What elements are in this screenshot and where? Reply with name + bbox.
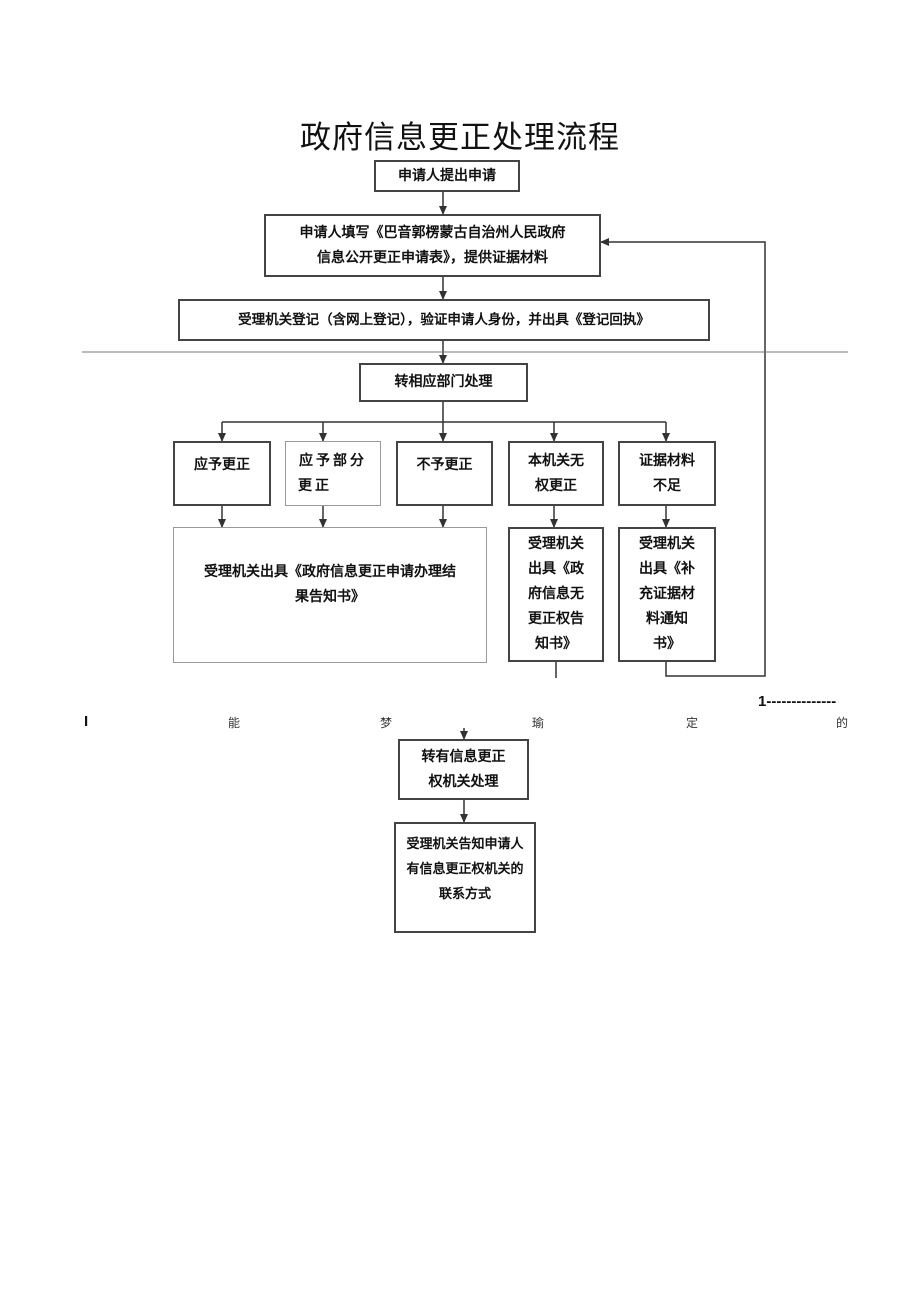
node-no-authority-line2: 权更正 xyxy=(535,477,577,494)
node-correct-label: 应予更正 xyxy=(194,457,250,473)
node-register: 受理机关登记（含网上登记），验证申请人身份，并出具《登记回执》 xyxy=(178,299,710,341)
node-result-notice-line1: 受理机关出具《政府信息更正申请办理结 xyxy=(204,564,456,580)
node-no-auth-notice-line4: 更正权告 xyxy=(528,611,584,627)
node-transfer-authorized: 转有信息更正 权机关处理 xyxy=(398,739,529,800)
node-partial-line1: 应予部分 xyxy=(299,452,367,469)
node-no-authority-line1: 本机关无 xyxy=(528,452,584,469)
node-partial-line2: 更正 xyxy=(298,477,332,494)
node-inform-contact-line2: 有信息更正权机关的 xyxy=(406,862,524,877)
node-supplement-notice-line2: 出具《补 xyxy=(639,561,695,577)
node-insufficient-line2: 不足 xyxy=(653,477,681,494)
node-result-notice: 受理机关出具《政府信息更正申请办理结 果告知书》 xyxy=(173,527,487,663)
node-no-auth-notice: 受理机关 出具《政 府信息无 更正权告 知书》 xyxy=(508,527,604,662)
node-no-authority: 本机关无 权更正 xyxy=(508,441,604,506)
node-supplement-notice-line5: 书》 xyxy=(653,636,681,652)
garbled-char-1: 能 xyxy=(228,716,241,730)
node-transfer-authorized-line2: 权机关处理 xyxy=(428,773,499,790)
node-supplement-notice-line4: 料通知 xyxy=(646,611,688,627)
node-insufficient: 证据材料 不足 xyxy=(618,441,716,506)
node-supplement-notice-line3: 充证据材 xyxy=(639,586,695,602)
node-inform-contact-line3: 联系方式 xyxy=(438,887,491,902)
node-inform-contact-line1: 受理机关告知申请人 xyxy=(406,837,524,852)
node-apply-label: 申请人提出申请 xyxy=(398,167,496,184)
node-supplement-notice: 受理机关 出具《补 充证据材 料通知 书》 xyxy=(618,527,716,662)
node-transfer-label: 转相应部门处理 xyxy=(394,374,493,390)
garbled-right-mark: 1-------------- xyxy=(758,693,837,710)
node-no-auth-notice-line2: 出具《政 xyxy=(528,561,584,577)
node-register-label: 受理机关登记（含网上登记），验证申请人身份，并出具《登记回执》 xyxy=(238,311,650,328)
node-insufficient-line1: 证据材料 xyxy=(639,452,695,469)
garbled-char-4: 定 xyxy=(686,716,699,730)
node-no-auth-notice-line3: 府信息无 xyxy=(528,586,584,602)
node-correct: 应予更正 xyxy=(173,441,271,506)
node-supplement-notice-line1: 受理机关 xyxy=(639,536,695,552)
node-apply: 申请人提出申请 xyxy=(374,160,520,192)
node-inform-contact: 受理机关告知申请人 有信息更正权机关的 联系方式 xyxy=(394,822,536,933)
node-transfer-authorized-line1: 转有信息更正 xyxy=(421,748,506,765)
node-transfer: 转相应部门处理 xyxy=(359,363,528,402)
garbled-char-5: 的 xyxy=(836,716,849,730)
garbled-char-3: 瑜 xyxy=(532,716,545,730)
garbled-left-mark: I xyxy=(84,713,89,730)
garbled-char-2: 梦 xyxy=(380,716,393,730)
node-no-auth-notice-line5: 知书》 xyxy=(535,636,577,652)
node-fill-form-line2: 信息公开更正申请表》，提供证据材料 xyxy=(317,249,548,266)
node-fill-form: 申请人填写《巴音郭楞蒙古自治州人民政府 信息公开更正申请表》，提供证据材料 xyxy=(264,214,601,277)
feedback-loop xyxy=(600,238,766,677)
node-fill-form-line1: 申请人填写《巴音郭楞蒙古自治州人民政府 xyxy=(299,224,566,241)
node-no-correct-label: 不予更正 xyxy=(416,457,473,473)
node-no-correct: 不予更正 xyxy=(396,441,493,506)
node-partial: 应予部分 更正 xyxy=(285,441,381,506)
node-result-notice-line2: 果告知书》 xyxy=(295,589,365,605)
page-title: 政府信息更正处理流程 xyxy=(300,120,620,156)
node-no-auth-notice-line1: 受理机关 xyxy=(528,536,584,552)
